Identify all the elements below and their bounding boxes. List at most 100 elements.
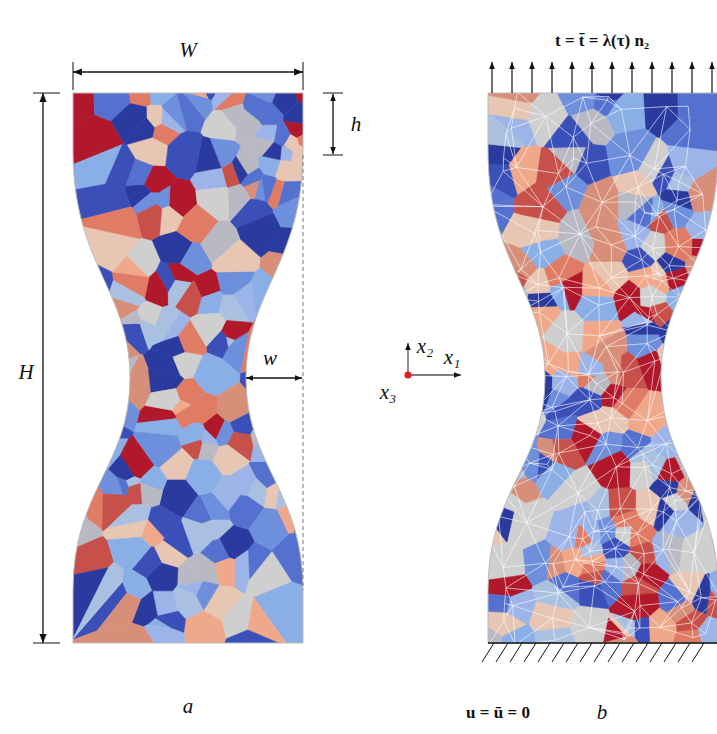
grain [269, 228, 313, 254]
hatch-stroke [650, 643, 662, 662]
grain [698, 250, 714, 265]
boundary-label: u = ū = 0 [466, 704, 530, 721]
grain [197, 581, 220, 610]
grain [478, 402, 502, 422]
grain [200, 492, 230, 519]
grain [228, 184, 251, 221]
dimension-line [42, 93, 43, 643]
grain [478, 350, 513, 377]
grain [699, 313, 717, 348]
grain [278, 369, 312, 399]
grain [155, 541, 188, 568]
grain [146, 105, 163, 128]
grain [198, 443, 219, 461]
grain [498, 478, 542, 503]
grain [710, 235, 717, 263]
grain [212, 85, 241, 110]
dimension-line [332, 94, 333, 154]
grain [282, 324, 304, 348]
grain [594, 95, 617, 118]
grain [103, 355, 139, 391]
grain [254, 125, 277, 142]
grain [186, 459, 223, 495]
grain [478, 461, 503, 482]
grain [491, 240, 538, 278]
grain [178, 423, 205, 445]
grain [191, 313, 227, 346]
subfigure-label: a [183, 696, 194, 717]
grain [63, 263, 113, 308]
grain [249, 508, 289, 550]
traction-arrow [631, 62, 632, 93]
traction-arrows [492, 62, 712, 93]
grain [160, 206, 184, 236]
hatch-stroke [678, 643, 690, 662]
grain [519, 388, 539, 413]
grain [222, 630, 292, 650]
hatch-stroke [566, 643, 578, 662]
hatch-stroke [594, 643, 606, 662]
hatch-stroke [636, 643, 648, 662]
traction-arrow [611, 62, 612, 93]
specimen-outline [488, 93, 717, 643]
grain [149, 85, 179, 105]
hatch-stroke [692, 643, 704, 662]
grain [140, 465, 167, 490]
grain [710, 484, 717, 532]
grain [264, 415, 294, 443]
grain [478, 481, 498, 511]
traction-arrow [651, 62, 652, 93]
grain [634, 617, 650, 650]
grain [698, 473, 717, 493]
grain [68, 207, 142, 239]
grain [671, 316, 700, 356]
grain [111, 104, 147, 144]
hatch-stroke [608, 643, 620, 662]
grain [140, 319, 156, 349]
grain [263, 142, 282, 160]
grain [707, 262, 717, 277]
grain [63, 623, 158, 650]
traction-arrow [511, 62, 512, 93]
grain [709, 276, 717, 297]
grain [497, 388, 523, 426]
extension-line [323, 155, 343, 156]
grain [196, 187, 229, 221]
grain [82, 365, 119, 400]
dimension-line [73, 71, 303, 72]
grain [478, 179, 514, 207]
grain [148, 369, 183, 393]
grain [498, 425, 538, 457]
traction-arrow [691, 62, 692, 93]
traction-arrow [711, 62, 712, 93]
axis-label: x₁ [444, 347, 461, 368]
grain [650, 302, 675, 327]
hatch-stroke [538, 643, 550, 662]
dimension-line [246, 377, 302, 378]
dimension-label: w [263, 348, 277, 369]
grain [479, 494, 503, 514]
grain [297, 317, 313, 361]
grain-texture [63, 85, 313, 650]
grain [620, 351, 648, 389]
hatch-stroke [482, 643, 494, 662]
grain [478, 110, 525, 147]
grain [657, 343, 689, 395]
grain [691, 373, 717, 384]
grain [274, 397, 313, 423]
extension-line [73, 62, 74, 90]
grain [282, 417, 313, 457]
grain [553, 85, 595, 115]
grain [275, 339, 313, 371]
grain [574, 296, 618, 321]
extension-line [33, 93, 60, 94]
grain [711, 382, 717, 401]
grain [63, 426, 122, 453]
grain [295, 242, 313, 284]
grain [629, 442, 656, 463]
grain [478, 319, 523, 363]
grain [145, 389, 180, 411]
reference-line [303, 155, 304, 590]
grain [494, 286, 528, 307]
subfigure-label: b [597, 702, 608, 723]
